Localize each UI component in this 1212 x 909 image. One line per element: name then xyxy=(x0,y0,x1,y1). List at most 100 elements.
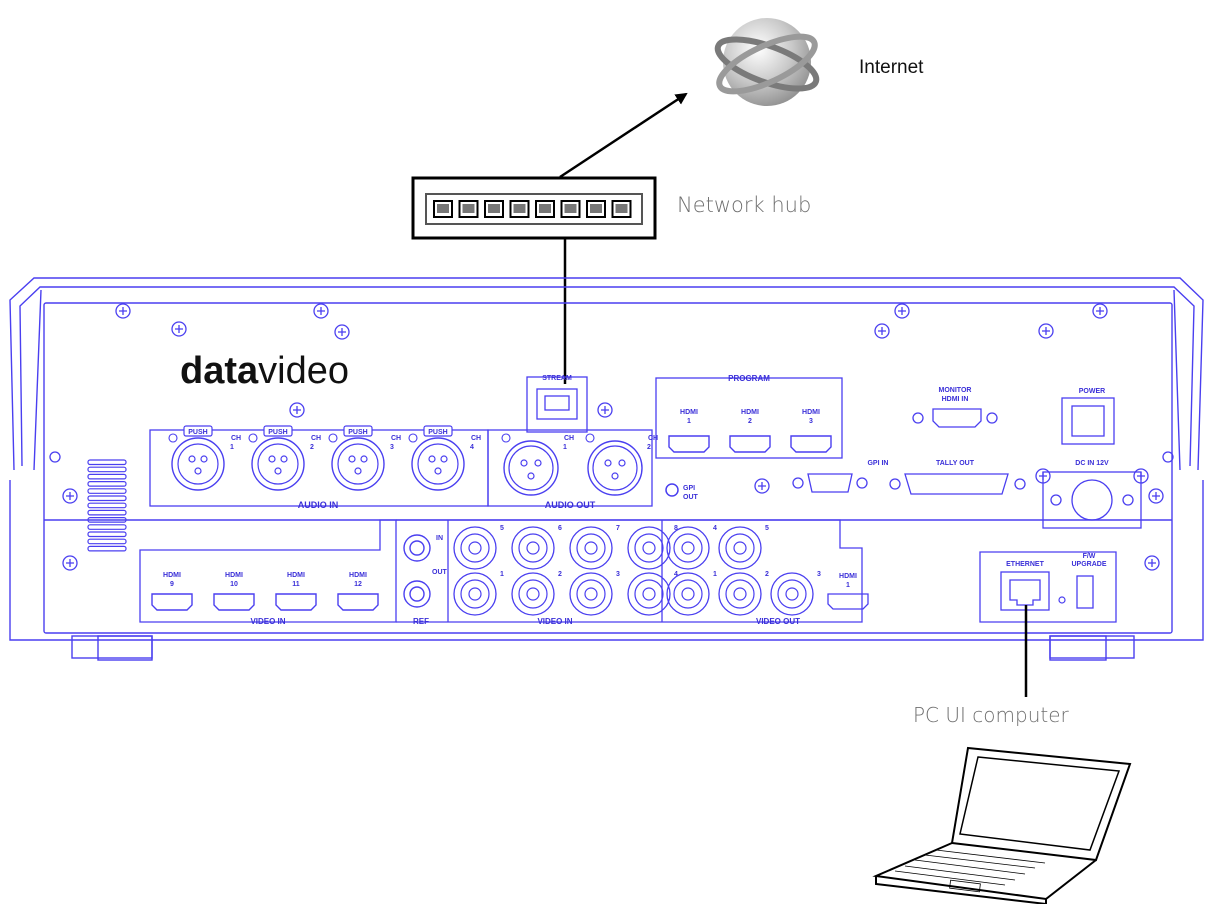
screw-icon xyxy=(334,324,350,340)
gpi-in-label: GPI IN xyxy=(867,460,888,467)
bnc-in-connector-number: 5 xyxy=(500,525,504,532)
vent-slot xyxy=(87,459,127,466)
ref-out-label: OUT xyxy=(432,569,448,576)
xlr-in-connector xyxy=(251,437,305,491)
ch-label: CH xyxy=(471,435,481,442)
bnc-in-connector-ring xyxy=(518,579,548,609)
xlr-screw xyxy=(328,433,338,443)
screw-slot xyxy=(317,307,325,315)
pc-ui-computer-label: PC UI computer xyxy=(913,703,1069,727)
video-out-hdmi-port xyxy=(827,593,869,610)
bnc-in-connector xyxy=(511,526,555,570)
bnc-in-connector-number: 2 xyxy=(558,571,562,578)
ch-label: CH xyxy=(311,435,321,442)
push-tab xyxy=(423,425,453,437)
vent-slot xyxy=(87,531,127,538)
ref-in-label: IN xyxy=(436,535,443,542)
hub-port-contact xyxy=(488,204,500,213)
bnc-in-connector-pin xyxy=(642,541,656,555)
bnc-in-connector-ring xyxy=(576,533,606,563)
network-hub-label: Network hub xyxy=(677,193,812,217)
bnc-out-connector-ring xyxy=(725,533,755,563)
vent-slot xyxy=(87,524,127,530)
bnc-out-connector xyxy=(666,526,710,570)
status-led xyxy=(1058,596,1066,604)
screw-slot xyxy=(878,327,886,335)
mount-hole xyxy=(49,451,61,463)
xlr-pin xyxy=(618,459,626,467)
bnc-in-connector-pin xyxy=(642,587,656,601)
screw-icon xyxy=(115,303,131,319)
screw-icon xyxy=(171,321,187,337)
screw-slot xyxy=(601,406,609,414)
ethernet-label: ETHERNET xyxy=(1006,561,1044,568)
xlr-screw xyxy=(248,433,258,443)
mount-hole xyxy=(1162,451,1174,463)
ch-number: 1 xyxy=(230,444,234,451)
screw-icon xyxy=(62,555,78,571)
video-out-hdmi-num: 1 xyxy=(846,582,850,589)
gpi-out-label-1: GPI xyxy=(683,485,695,492)
xlr-screw xyxy=(585,433,595,443)
fw-label-1: F/W xyxy=(1083,553,1096,560)
push-tab xyxy=(183,425,213,437)
bnc-in-connector-pin xyxy=(468,541,482,555)
screw-icon xyxy=(1144,555,1160,571)
hdmi-port xyxy=(151,593,193,611)
bnc-in-connector xyxy=(627,526,671,570)
bnc-in-connector xyxy=(453,572,497,616)
hub-port-contact xyxy=(615,204,628,213)
stream-label: STREAM xyxy=(542,375,572,382)
screw-icon xyxy=(894,303,910,319)
vent-slot xyxy=(87,545,127,552)
audio-in-block xyxy=(149,429,653,507)
xlr-pin xyxy=(188,455,196,463)
gpi-out-label-2: OUT xyxy=(683,494,699,501)
dc-in-label: DC IN 12V xyxy=(1075,460,1109,467)
program-label: PROGRAM xyxy=(728,374,770,383)
bnc-in-connector xyxy=(627,572,671,616)
xlr-pin xyxy=(360,455,368,463)
bnc-out-connector xyxy=(770,572,814,616)
xlr-in-connector xyxy=(331,437,385,491)
device-rear-panel xyxy=(9,277,1204,661)
hub-port-contact xyxy=(437,204,449,213)
ethernet-port xyxy=(1000,571,1050,611)
screw-icon xyxy=(62,488,78,504)
screw-slot xyxy=(66,559,74,567)
bnc-in-connector-ring xyxy=(634,579,664,609)
monitor-hdmi-port xyxy=(912,408,998,428)
vent-slot xyxy=(87,473,127,480)
video-in-hdmi-number: 12 xyxy=(354,581,362,588)
xlr-pin xyxy=(611,472,619,480)
bnc-in-connector-number: 7 xyxy=(616,525,620,532)
hub-port-contact xyxy=(564,204,577,213)
brand-logo: datavideo xyxy=(180,350,349,392)
screw-icon xyxy=(1148,488,1164,504)
bnc-out-connector-number: 4 xyxy=(713,525,717,532)
xlr-pin xyxy=(604,459,612,467)
ch-label: CH xyxy=(231,435,241,442)
screws xyxy=(49,303,1174,571)
xlr-out-ring xyxy=(508,445,554,491)
screw-slot xyxy=(1152,492,1160,500)
hub-port-contact xyxy=(462,204,475,213)
xlr-out-connector xyxy=(503,440,559,496)
bnc-out-connector xyxy=(666,572,710,616)
xlr-pin xyxy=(428,455,436,463)
bnc-in-connector xyxy=(511,572,555,616)
bnc-out-connector-ring xyxy=(725,579,755,609)
xlr-pin xyxy=(434,467,442,475)
power-label: POWER xyxy=(1079,388,1105,395)
bnc-in-connector-pin xyxy=(526,587,540,601)
screw-slot xyxy=(66,492,74,500)
laptop-icon xyxy=(872,746,1132,906)
bnc-out-connector-pin xyxy=(681,587,695,601)
xlr-pin xyxy=(354,467,362,475)
bnc-in-connector xyxy=(453,526,497,570)
screw-icon xyxy=(1038,323,1054,339)
globe-icon xyxy=(714,18,820,106)
